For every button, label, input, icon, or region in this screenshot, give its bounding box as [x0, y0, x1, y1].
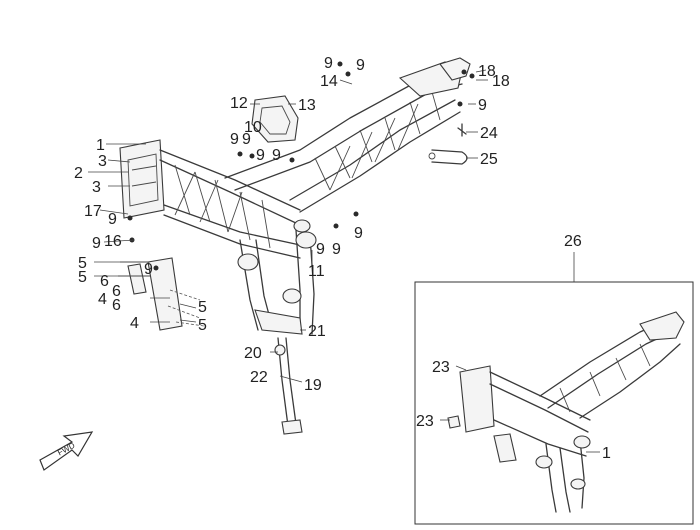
callout: 4: [98, 291, 107, 308]
main-frame-drawing: [118, 57, 475, 435]
callout: 9: [256, 147, 265, 164]
callout: 9: [242, 131, 251, 148]
inset-part-label: 1: [602, 445, 611, 462]
fwd-arrow-icon: FWD: [39, 431, 94, 471]
callout: 25: [480, 151, 498, 168]
callout: 16: [104, 233, 122, 250]
callout: 4: [130, 315, 139, 332]
callout: 17: [84, 203, 102, 220]
callout: 20: [244, 345, 262, 362]
callout: 23: [432, 359, 450, 376]
callout: 24: [480, 125, 498, 142]
inset-box: [414, 281, 694, 525]
callout: 9: [144, 261, 153, 278]
callout: 11: [308, 263, 325, 280]
callout: 3: [98, 153, 107, 170]
callout: 9: [324, 55, 333, 72]
callout: 9: [356, 57, 365, 74]
callout: 18: [478, 63, 496, 80]
callout-labels: 1 2 3 3 4 4 5 5 5 5 6 6 6 9 9 9 9 9 9 9 …: [74, 55, 611, 462]
callout: 12: [230, 95, 248, 112]
callout: 14: [320, 73, 338, 90]
callout: 5: [78, 269, 87, 286]
leader-lines: [88, 69, 575, 383]
callout: 9: [272, 147, 281, 164]
callout: 5: [78, 255, 87, 272]
callout: 3: [92, 179, 101, 196]
callout: 2: [74, 165, 83, 182]
callout: 9: [316, 241, 325, 258]
callout: 19: [304, 377, 322, 394]
callout: 23: [416, 413, 434, 430]
inset-frame-drawing: [440, 311, 685, 513]
callout: 6: [112, 283, 121, 300]
callout: 10: [244, 119, 262, 136]
callout: 9: [354, 225, 363, 242]
callout: 5: [198, 299, 207, 316]
callout: 5: [198, 317, 207, 334]
callout: 9: [332, 241, 341, 258]
callout: 9: [92, 235, 101, 252]
callout: 18: [492, 73, 510, 90]
callout: 6: [100, 273, 109, 290]
callout: 1: [96, 137, 105, 154]
callout: 9: [478, 97, 487, 114]
callout: 9: [230, 131, 239, 148]
callout: 13: [298, 97, 316, 114]
callout: 22: [250, 369, 268, 386]
inset-label: 26: [564, 233, 582, 250]
callout: 21: [308, 323, 326, 340]
callout: 6: [112, 297, 121, 314]
callout: 9: [108, 211, 117, 228]
